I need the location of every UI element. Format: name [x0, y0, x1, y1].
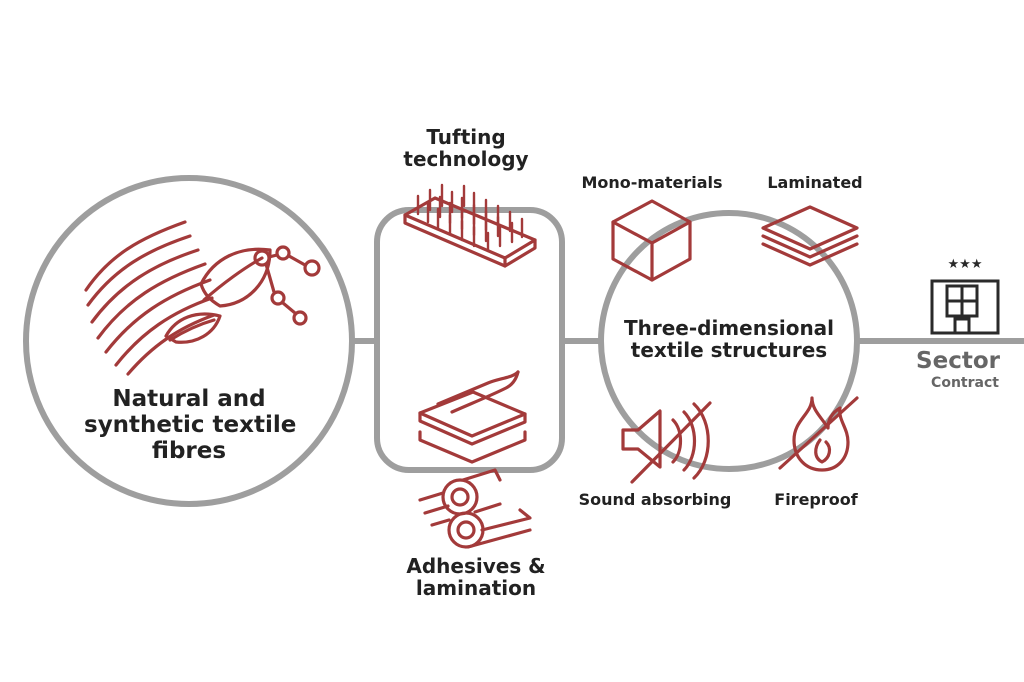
sector-sublabel: Contract: [931, 375, 999, 391]
tufting-label-line2: technology: [403, 147, 529, 172]
structures-label: Three-dimensional textile structures: [609, 317, 849, 362]
sound-absorbing-label: Sound absorbing: [578, 490, 732, 509]
sector-label: Sector: [916, 348, 1000, 374]
fibres-label-line1: Natural and: [112, 386, 266, 412]
sector-rating: ★★★: [947, 257, 983, 272]
structures-label-line2: textile structures: [630, 338, 828, 363]
adhesive-sheet-icon: [418, 370, 527, 464]
no-fire-icon: [778, 396, 859, 472]
fibres-circle: [23, 175, 355, 507]
tufting-label-line1: Tufting: [426, 125, 506, 149]
tufting-needles-icon: [403, 183, 537, 268]
laminated-layers-icon: [761, 205, 859, 267]
laminated-label: Laminated: [767, 173, 863, 192]
tufting-label: Tufting technology: [386, 126, 546, 171]
adhesives-label-line1: Adhesives &: [406, 554, 546, 578]
adhesives-label: Adhesives & lamination: [386, 555, 566, 600]
cube-icon: [611, 199, 692, 282]
fibres-label-line2: synthetic textile: [84, 411, 297, 438]
adhesives-label-line2: lamination: [415, 576, 537, 601]
fireproof-label: Fireproof: [774, 490, 858, 509]
structures-label-line1: Three-dimensional: [623, 316, 835, 340]
process-box: [374, 207, 565, 473]
mono-materials-label: Mono-materials: [581, 173, 723, 192]
muted-speaker-icon: [621, 401, 712, 484]
lamination-rollers-icon: [418, 468, 532, 549]
structures-circle: [598, 210, 860, 472]
fibres-leaf-molecule-icon: [84, 220, 321, 376]
fibres-label: Natural and synthetic textile fibres: [84, 386, 297, 464]
fibres-label-line3: fibres: [151, 437, 227, 464]
hotel-building-icon: [930, 279, 1000, 335]
